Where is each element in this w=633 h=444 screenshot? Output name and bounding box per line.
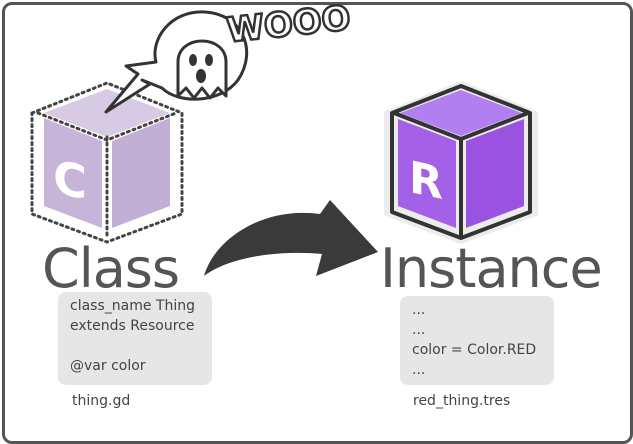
ghost-icon xyxy=(176,39,228,100)
code-line xyxy=(70,336,200,356)
class-filename: thing.gd xyxy=(72,393,131,409)
class-cube: C xyxy=(30,81,184,244)
class-title: Class xyxy=(42,237,180,300)
instance-cube: R xyxy=(384,81,538,244)
code-line: ... xyxy=(412,302,426,318)
code-line: class_name Thing xyxy=(70,298,195,314)
code-line: ... xyxy=(412,362,426,378)
instance-cube-letter: R xyxy=(409,152,443,210)
code-line: @var color xyxy=(70,358,146,374)
code-line: ... xyxy=(412,322,426,338)
class-code-box: class_name Thing extends Resource @var c… xyxy=(58,292,212,385)
instance-code-box: ... ... color = Color.RED ... xyxy=(400,296,554,385)
code-line: color = Color.RED xyxy=(412,342,537,358)
instance-filename: red_thing.tres xyxy=(413,393,511,409)
code-line: extends Resource xyxy=(70,318,195,334)
curved-arrow-icon xyxy=(204,200,378,276)
ghost-sound-text: WOOO xyxy=(225,0,353,51)
class-cube-letter: C xyxy=(53,150,87,211)
instance-title: Instance xyxy=(380,237,603,300)
